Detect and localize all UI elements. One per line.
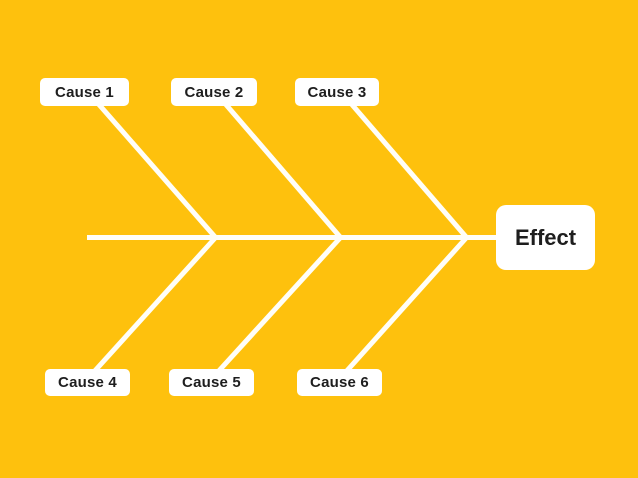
effect-label: Effect xyxy=(514,224,577,250)
rib-line-cause-2 xyxy=(220,98,343,240)
rib-line-cause-1 xyxy=(93,98,218,240)
rib-line-cause-5 xyxy=(214,235,343,376)
effect-box: Effect xyxy=(496,205,595,270)
cause-6-box: Cause 6 xyxy=(297,369,382,396)
cause-3-box: Cause 3 xyxy=(295,78,379,106)
cause-2-box: Cause 2 xyxy=(171,78,257,106)
cause-3-label: Cause 3 xyxy=(307,83,367,101)
rib-line-cause-3 xyxy=(346,98,469,240)
cause-2-label: Cause 2 xyxy=(184,83,244,101)
cause-6-label: Cause 6 xyxy=(310,374,369,391)
rib-line-cause-4 xyxy=(90,235,218,376)
cause-4-label: Cause 4 xyxy=(58,374,117,391)
cause-5-box: Cause 5 xyxy=(169,369,254,396)
cause-1-box: Cause 1 xyxy=(40,78,129,106)
rib-line-cause-6 xyxy=(342,235,469,376)
cause-5-label: Cause 5 xyxy=(182,374,241,391)
cause-4-box: Cause 4 xyxy=(45,369,130,396)
cause-1-label: Cause 1 xyxy=(55,83,114,101)
